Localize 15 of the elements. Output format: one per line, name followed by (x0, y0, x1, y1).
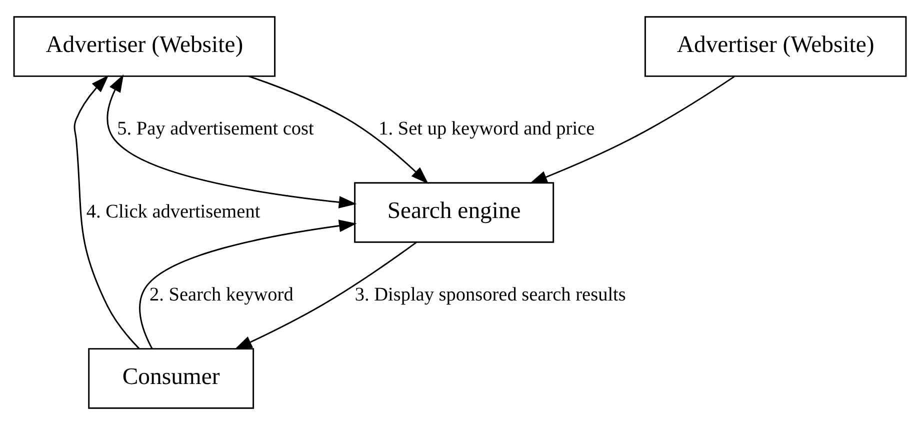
arrow (529, 75, 735, 184)
edge-label: 4. Click advertisement (86, 201, 260, 222)
node-box: Advertiser (Website) (13, 16, 276, 76)
arrow (106, 74, 357, 208)
node-box: Search engine (354, 182, 554, 242)
edge-label: 1. Set up keyword and price (378, 118, 595, 140)
edge-label: 2. Search keyword (150, 284, 294, 306)
node-box: Advertiser (Website) (644, 16, 907, 76)
arrow (248, 75, 429, 184)
arrow (74, 74, 140, 349)
edge-label: 5. Pay advertisement cost (117, 118, 314, 140)
node-box: Consumer (88, 348, 254, 408)
arrow (234, 241, 418, 350)
arrow (139, 219, 357, 348)
edge-label: 3. Display sponsored search results (354, 284, 626, 306)
